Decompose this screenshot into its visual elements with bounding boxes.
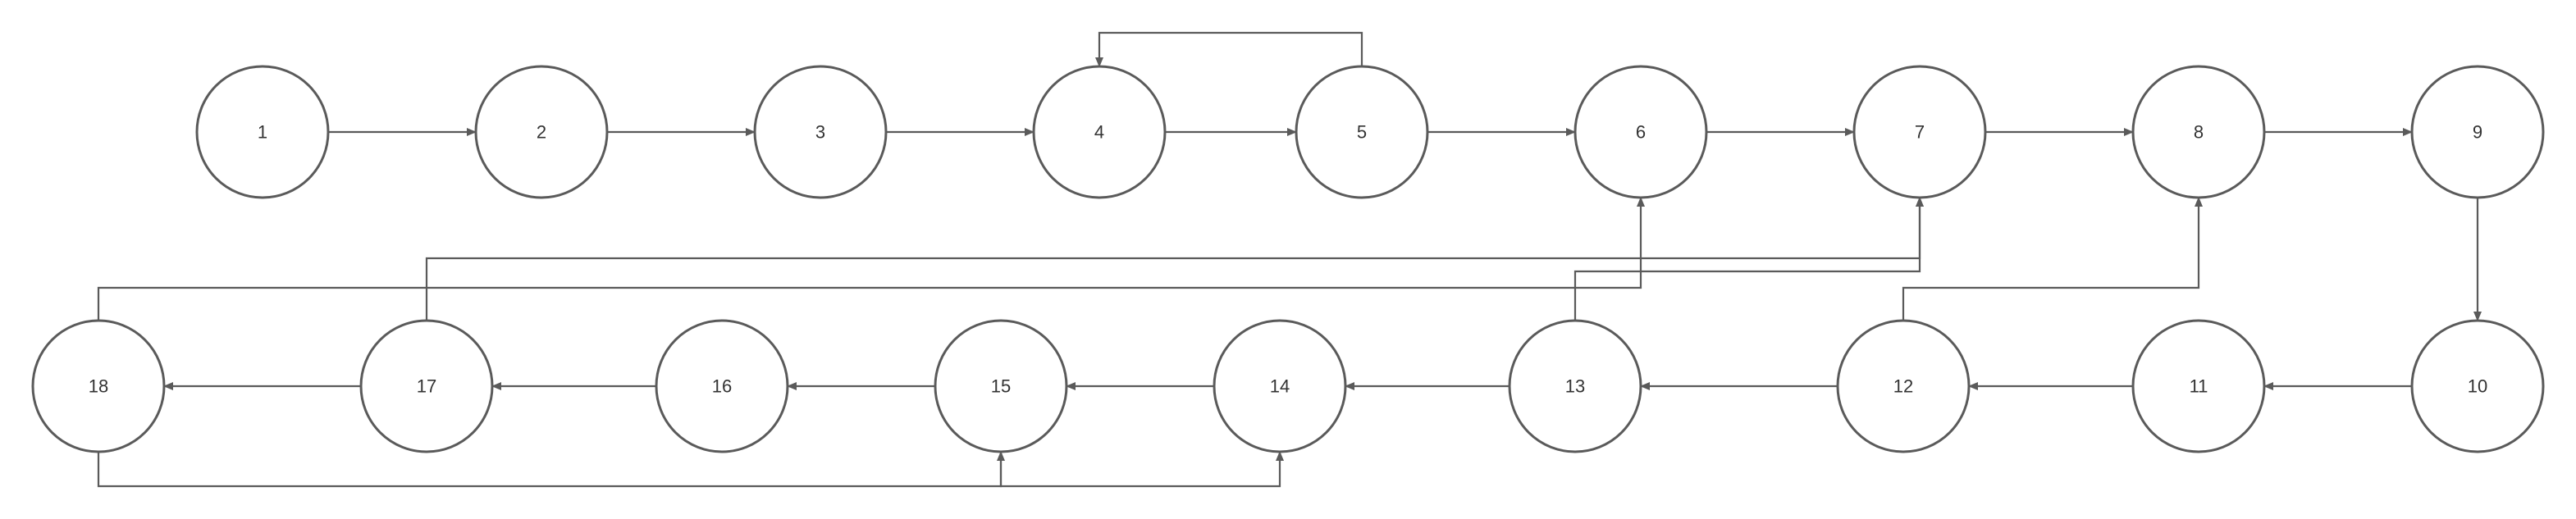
node-circle [2131,65,2266,199]
edge-15-to-14 [999,451,1284,488]
node-circle [359,319,494,453]
node-circle [195,65,330,199]
node-6: 6 [1573,65,1708,199]
edge-5-to-4 [1095,31,1363,67]
node-label: 11 [2190,376,2208,397]
node-2: 2 [474,65,609,199]
node-17: 17 [359,319,494,453]
node-1: 1 [195,65,330,199]
node-label: 9 [2473,122,2482,143]
node-9: 9 [2410,65,2545,199]
node-circle [753,65,888,199]
node-label: 8 [2194,122,2204,143]
node-label: 1 [258,122,267,143]
node-7: 7 [1852,65,1987,199]
node-16: 16 [655,319,789,453]
node-circle [2410,65,2545,199]
node-circle [934,319,1068,453]
node-3: 3 [753,65,888,199]
node-label: 7 [1915,122,1925,143]
edge-18-to-6 [97,197,1645,321]
node-label: 4 [1094,122,1104,143]
node-circle [2131,319,2266,453]
node-14: 14 [1213,319,1347,453]
node-label: 18 [89,376,108,397]
edges-layer [97,31,2482,488]
node-circle [1032,65,1167,199]
node-circle [474,65,609,199]
node-11: 11 [2131,319,2266,453]
node-4: 4 [1032,65,1167,199]
node-circle [2410,319,2545,453]
node-label: 17 [417,376,436,397]
node-13: 13 [1508,319,1642,453]
node-label: 13 [1565,376,1585,397]
edge-12-to-8 [1902,197,2203,321]
node-circle [1213,319,1347,453]
node-15: 15 [934,319,1068,453]
node-5: 5 [1295,65,1429,199]
node-10: 10 [2410,319,2545,453]
node-circle [1295,65,1429,199]
node-label: 2 [537,122,546,143]
node-label: 15 [991,376,1011,397]
node-8: 8 [2131,65,2266,199]
node-label: 3 [815,122,825,143]
node-circle [1508,319,1642,453]
node-circle [1852,65,1987,199]
node-circle [1836,319,1971,453]
node-circle [1573,65,1708,199]
node-18: 18 [31,319,166,453]
node-label: 5 [1357,122,1367,143]
node-label: 6 [1636,122,1646,143]
node-circle [31,319,166,453]
node-label: 10 [2468,376,2487,397]
node-label: 12 [1893,376,1913,397]
node-12: 12 [1836,319,1971,453]
node-circle [655,319,789,453]
edge-18-to-15 [97,451,1005,488]
node-label: 16 [712,376,732,397]
node-label: 14 [1270,376,1290,397]
edge-17-to-7 [425,197,1924,321]
